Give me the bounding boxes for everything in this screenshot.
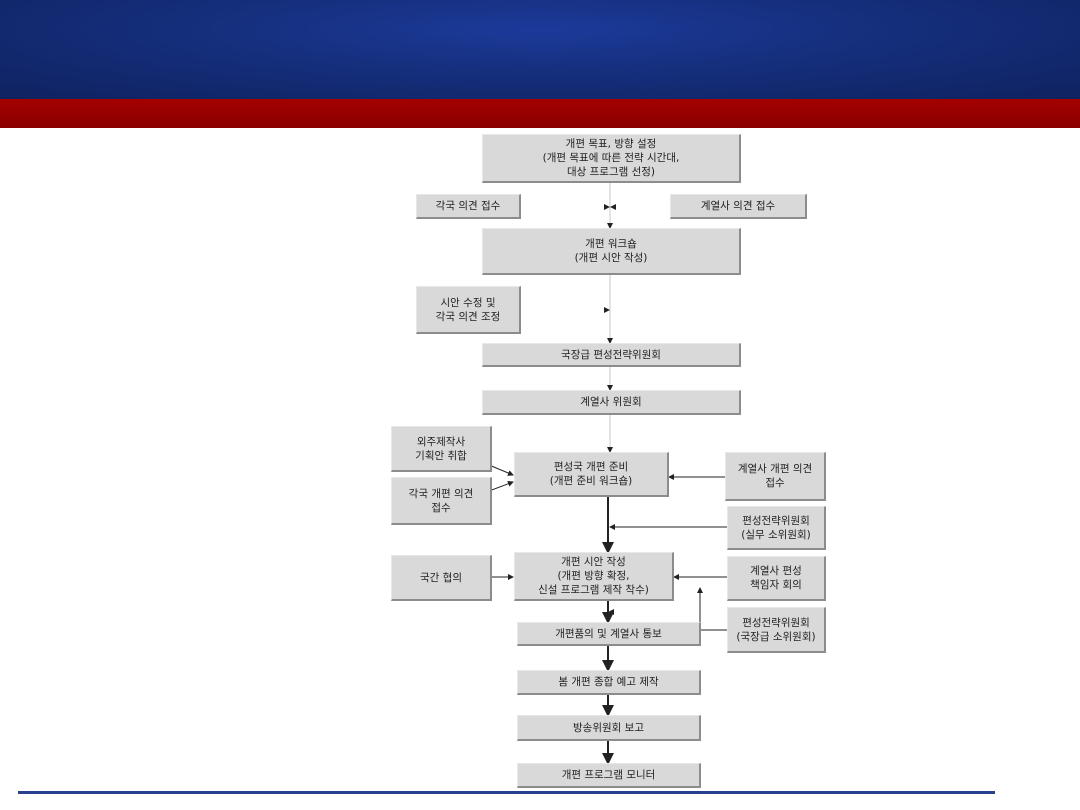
practical-committee-box: 편성전략위원회 (실무 소위원회)	[727, 506, 826, 550]
workshop-box: 개편 워크숍 (개편 시안 작성)	[482, 228, 741, 275]
affiliate-meeting-box: 계열사 편성 책임자 회의	[727, 556, 826, 601]
left-opinions-box: 각국 의견 접수	[416, 194, 521, 219]
affiliate-committee-box: 계열사 위원회	[482, 390, 741, 415]
director-subcommittee-box: 편성전략위원회 (국장급 소위원회)	[727, 607, 826, 653]
prep-box: 편성국 개편 준비 (개편 준비 워크숍)	[514, 452, 669, 497]
broadcast-report-box: 방송위원회 보고	[517, 715, 701, 741]
dept-opinions-box: 각국 개편 의견 접수	[391, 477, 492, 525]
report-affiliates-box: 개편품의 및 계열사 통보	[517, 622, 701, 646]
preview-box: 봄 개편 종합 예고 제작	[517, 670, 701, 695]
director-committee-box: 국장급 편성전략위원회	[482, 343, 741, 367]
monitor-box: 개편 프로그램 모니터	[517, 763, 701, 788]
inter-dept-box: 국간 협의	[391, 555, 492, 601]
outsource-box: 외주제작사 기획안 취합	[391, 426, 492, 472]
footer-line	[18, 791, 995, 794]
goal-box: 개편 목표, 방향 설정 (개편 목표에 따른 전략 시간대, 대상 프로그램 …	[482, 134, 741, 183]
affiliate-prep-opinions-box: 계열사 개편 의견 접수	[725, 452, 826, 501]
header-band	[0, 0, 1080, 99]
accent-band	[0, 99, 1080, 128]
affiliate-opinions-box: 계열사 의견 접수	[670, 194, 807, 219]
draft-box: 개편 시안 작성 (개편 방향 확정, 신설 프로그램 제작 착수)	[514, 552, 674, 601]
revise-box: 시안 수정 및 각국 의견 조정	[416, 286, 521, 334]
